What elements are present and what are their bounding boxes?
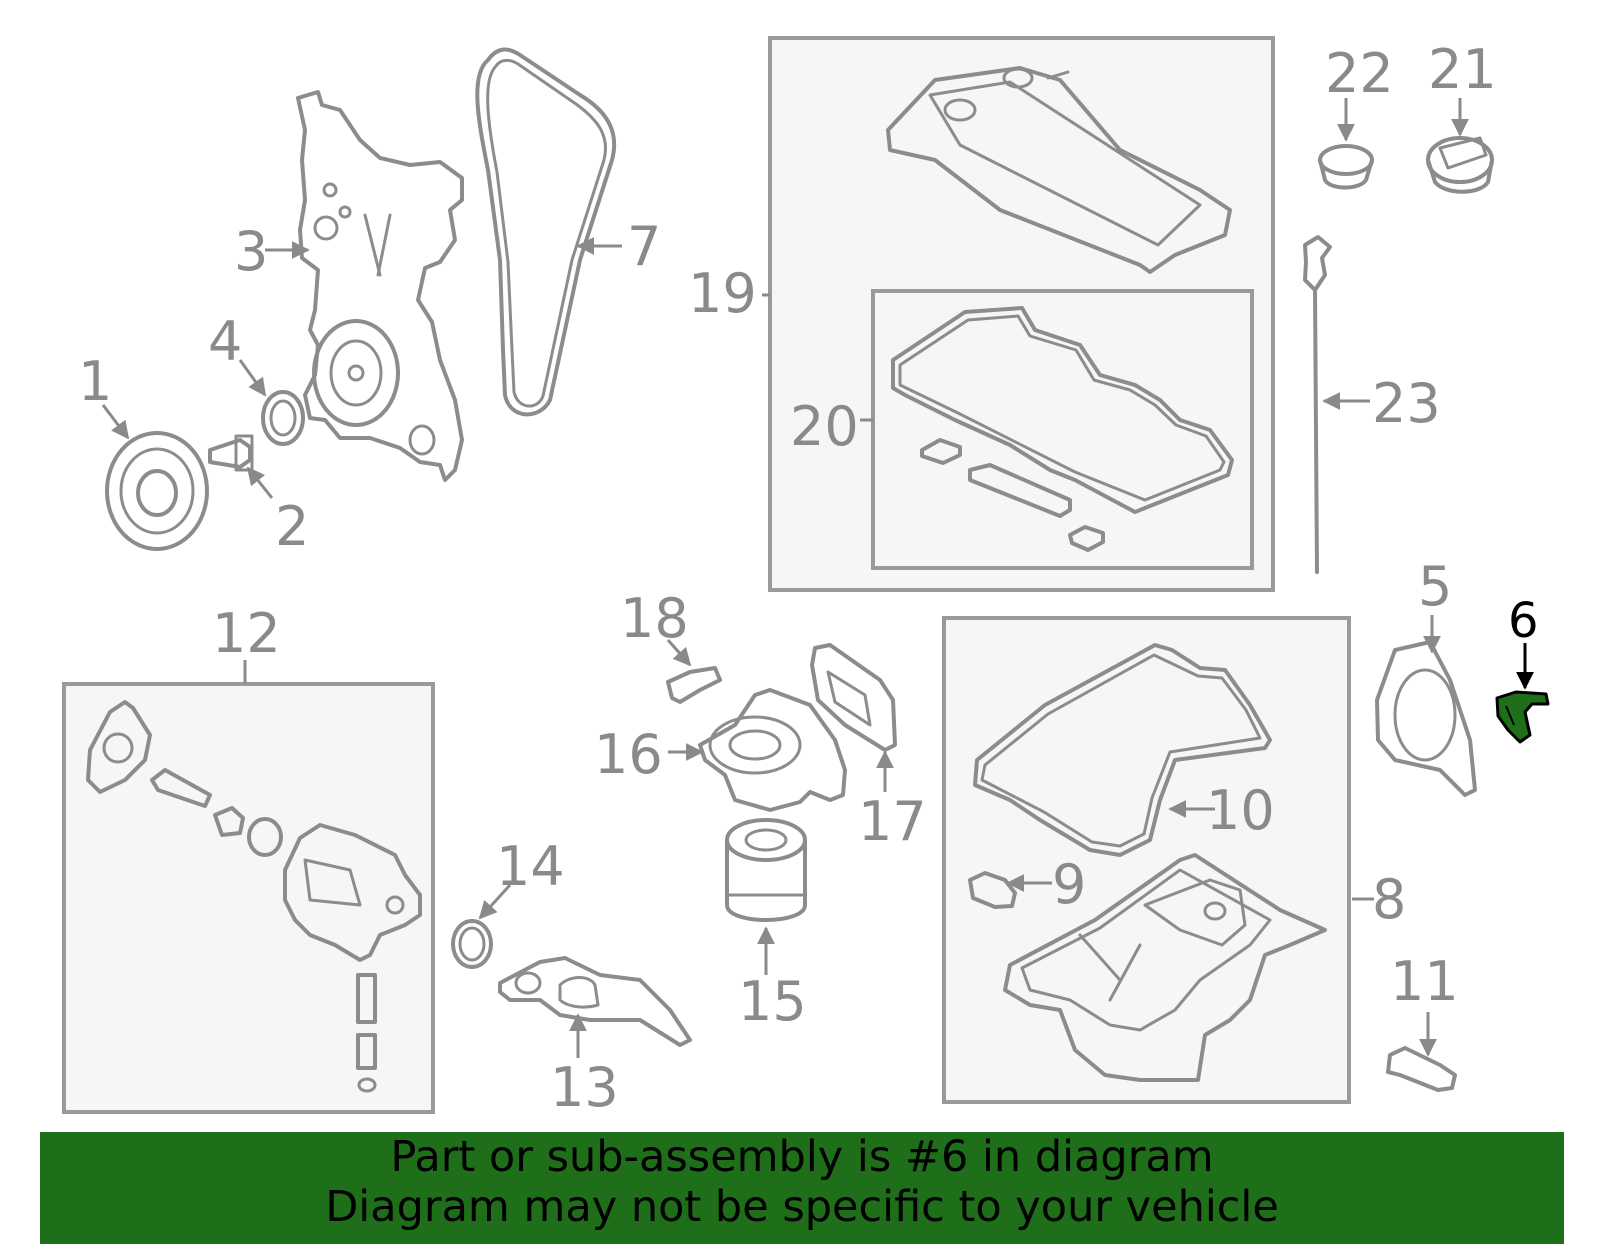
- part-13-oil-pickup-tube[interactable]: [498, 956, 692, 1058]
- part-5-rear-seal-retainer[interactable]: [1375, 615, 1477, 797]
- callout-9: 9: [1052, 853, 1086, 916]
- callout-5: 5: [1418, 555, 1452, 618]
- callout-10: 10: [1206, 779, 1275, 842]
- part-14-o-ring[interactable]: [451, 883, 512, 969]
- part-20-valve-cover-gasket-set[interactable]: [860, 306, 1234, 552]
- part-18-bolt[interactable]: [666, 639, 722, 704]
- part-4-front-seal[interactable]: [238, 359, 305, 446]
- callout-4: 4: [208, 310, 242, 373]
- timing-cover[interactable]: [296, 90, 464, 482]
- callout-8: 8: [1372, 868, 1406, 931]
- banner-line-disclaimer: Diagram may not be specific to your vehi…: [325, 1182, 1279, 1232]
- part-22-grommet[interactable]: [1318, 98, 1374, 190]
- callout-22: 22: [1325, 42, 1394, 105]
- callout-1: 1: [78, 350, 112, 413]
- part-6-highlighted-part[interactable]: [1495, 643, 1550, 744]
- callout-13: 13: [550, 1056, 619, 1119]
- banner-line-part: Part or sub-assembly is #6 in diagram: [390, 1132, 1214, 1182]
- callout-15: 15: [738, 970, 807, 1033]
- callout-7: 7: [627, 215, 661, 278]
- part-9-oil-level-sensor[interactable]: [968, 871, 1052, 909]
- callout-14: 14: [496, 835, 565, 898]
- part-12-oil-pump[interactable]: [86, 660, 422, 1093]
- callout-23: 23: [1372, 372, 1441, 435]
- box-12-oil-pump-assembly: [62, 682, 435, 1114]
- part-15-oil-filter[interactable]: [725, 818, 807, 975]
- box-8-oil-pan-assembly: [942, 616, 1351, 1104]
- part-17-housing-gasket[interactable]: [810, 643, 897, 792]
- part-16-oil-filter-housing[interactable]: [668, 688, 847, 812]
- callout-12: 12: [212, 602, 281, 665]
- part-7-timing-chain[interactable]: [475, 47, 622, 417]
- part-23-dipstick[interactable]: [1303, 235, 1370, 574]
- info-banner: Part or sub-assembly is #6 in diagram Di…: [40, 1132, 1564, 1244]
- callout-16: 16: [594, 723, 663, 786]
- callout-21: 21: [1428, 38, 1497, 101]
- part-19-valve-cover[interactable]: [762, 66, 1232, 297]
- part-21-oil-filler-cap[interactable]: [1426, 98, 1494, 194]
- callout-18: 18: [620, 587, 689, 650]
- callout-17: 17: [858, 790, 927, 853]
- part-2-bolt[interactable]: [208, 434, 274, 499]
- part-1-crankshaft-pulley[interactable]: [101, 404, 209, 551]
- part-11-drain-plug[interactable]: [1386, 1012, 1457, 1092]
- callout-3: 3: [234, 220, 268, 283]
- part-10-oil-pan-gasket[interactable]: [973, 643, 1272, 857]
- callout-11: 11: [1390, 950, 1459, 1013]
- callout-6: 6: [1508, 593, 1539, 649]
- box-20-gasket-set: [871, 289, 1254, 570]
- callout-20: 20: [790, 395, 859, 458]
- callout-19: 19: [688, 262, 757, 325]
- callout-2: 2: [275, 495, 309, 558]
- part-8-oil-pan[interactable]: [1003, 853, 1374, 1082]
